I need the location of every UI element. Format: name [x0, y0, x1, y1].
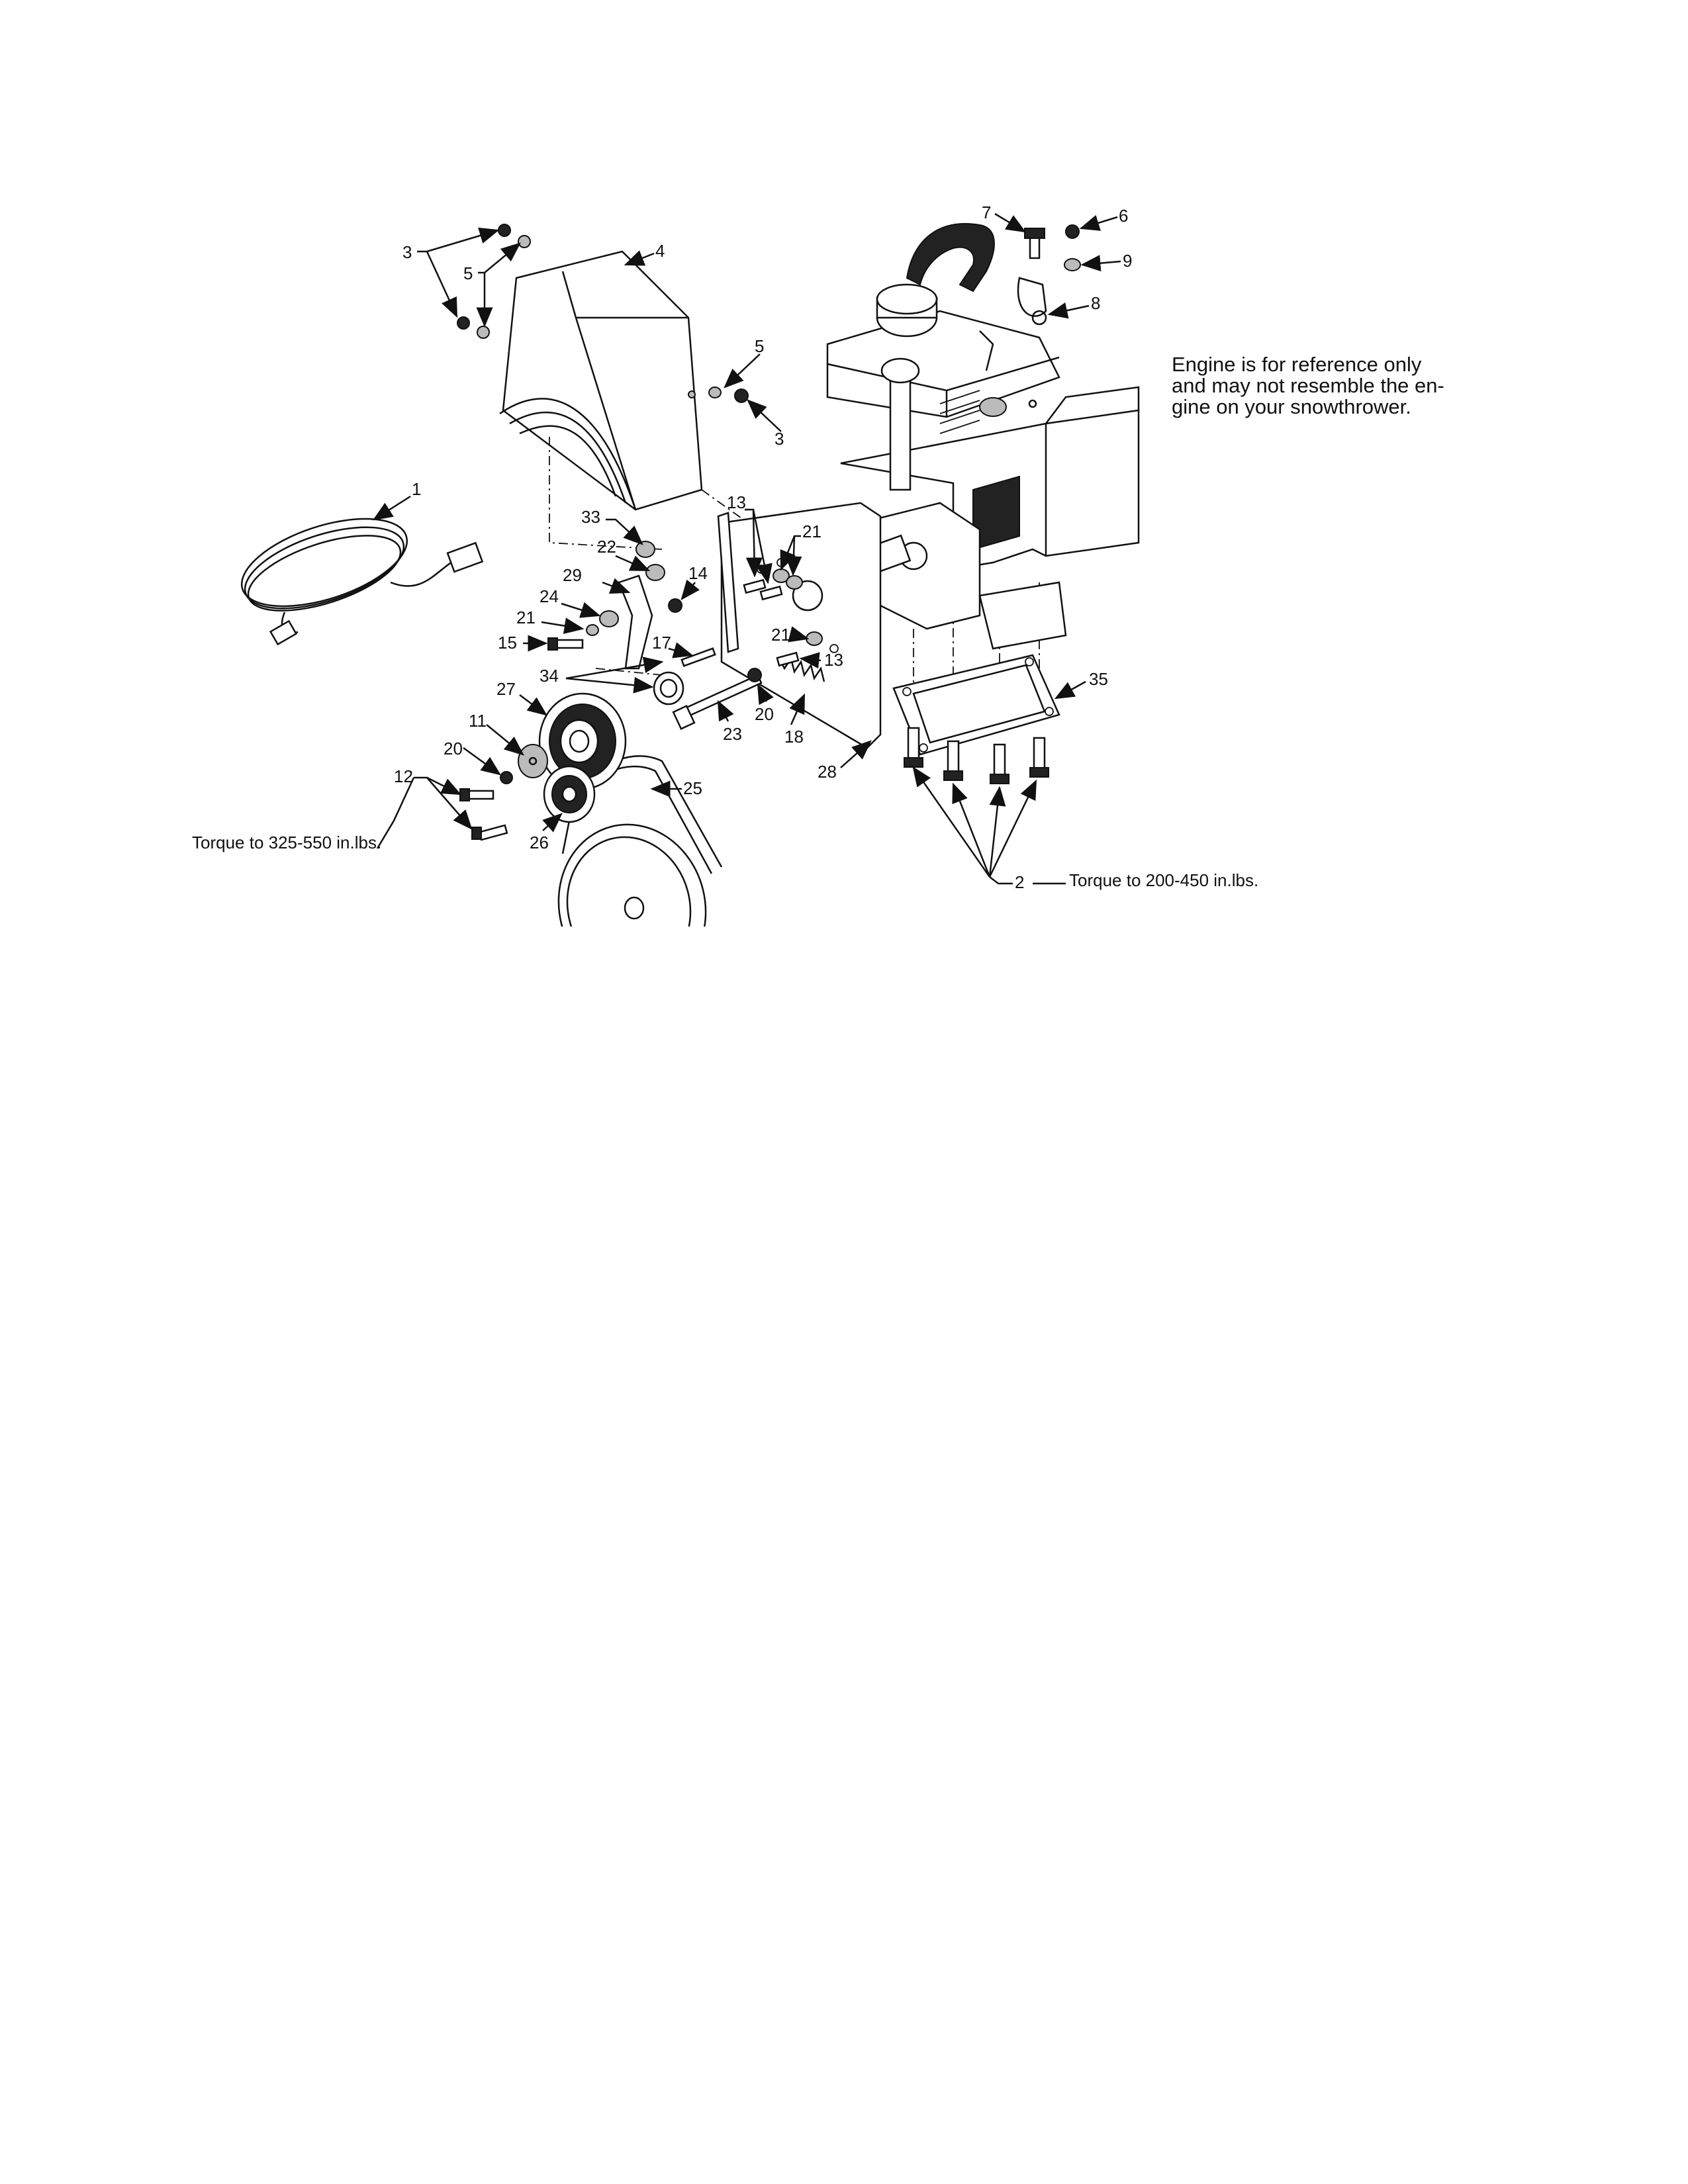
note-line-1: Engine is for reference only	[1172, 353, 1422, 376]
callout-29: 29	[563, 565, 582, 585]
callout-34: 34	[539, 666, 559, 686]
callout-27: 27	[496, 679, 516, 699]
callout-25: 25	[683, 778, 702, 798]
callout-35: 35	[1089, 669, 1108, 689]
callout-13: 13	[824, 650, 843, 670]
callout-24: 24	[539, 586, 559, 606]
callout-3: 3	[774, 429, 784, 449]
callout-22: 22	[597, 537, 616, 557]
engine-illustration	[826, 223, 1140, 650]
callout-23: 23	[723, 724, 742, 744]
callout-17: 17	[652, 633, 671, 653]
leader-lines	[372, 212, 1121, 885]
exploded-parts-diagram: 1 2 3 3 4 5 5 6 7 8 9 11 12 13 13 14 15 …	[240, 203, 1140, 927]
callout-13: 13	[727, 492, 746, 512]
callout-15: 15	[498, 633, 517, 653]
callout-5: 5	[755, 336, 764, 356]
callout-2: 2	[1015, 872, 1024, 892]
callout-20: 20	[444, 739, 463, 758]
callout-14: 14	[688, 563, 708, 583]
torque-note-left: Torque to 325-550 in.lbs.	[192, 833, 382, 852]
callout-18: 18	[784, 727, 804, 747]
engine-reference-note: Engine is for reference only and may not…	[1172, 354, 1444, 418]
callout-26: 26	[530, 833, 549, 852]
callout-20: 20	[755, 704, 774, 724]
callout-21: 21	[771, 625, 790, 645]
power-cord-part	[240, 518, 484, 646]
callout-7: 7	[982, 203, 991, 222]
note-line-3: gine on your snowthrower.	[1172, 395, 1411, 418]
callout-12: 12	[394, 766, 413, 786]
note-line-2: and may not resemble the en-	[1172, 374, 1444, 397]
callout-3: 3	[402, 242, 412, 262]
callout-11: 11	[469, 711, 487, 731]
belt-cover-part	[499, 250, 703, 511]
callout-21: 21	[802, 522, 821, 541]
bracket-plate-part	[720, 502, 882, 749]
callout-5: 5	[463, 263, 473, 283]
callout-labels: 1 2 3 3 4 5 5 6 7 8 9 11 12 13 13 14 15 …	[394, 203, 1132, 892]
callout-9: 9	[1123, 251, 1132, 271]
callout-1: 1	[412, 479, 421, 499]
hardware-parts	[457, 224, 1081, 841]
callout-28: 28	[818, 762, 837, 782]
engine-bolts	[904, 727, 1049, 784]
callout-33: 33	[581, 507, 600, 527]
torque-note-right: Torque to 200-450 in.lbs.	[1069, 870, 1259, 890]
callout-6: 6	[1119, 206, 1128, 226]
callout-21: 21	[516, 608, 536, 627]
callout-4: 4	[655, 241, 665, 261]
pulley-assembly	[518, 692, 723, 927]
callout-8: 8	[1091, 293, 1100, 313]
